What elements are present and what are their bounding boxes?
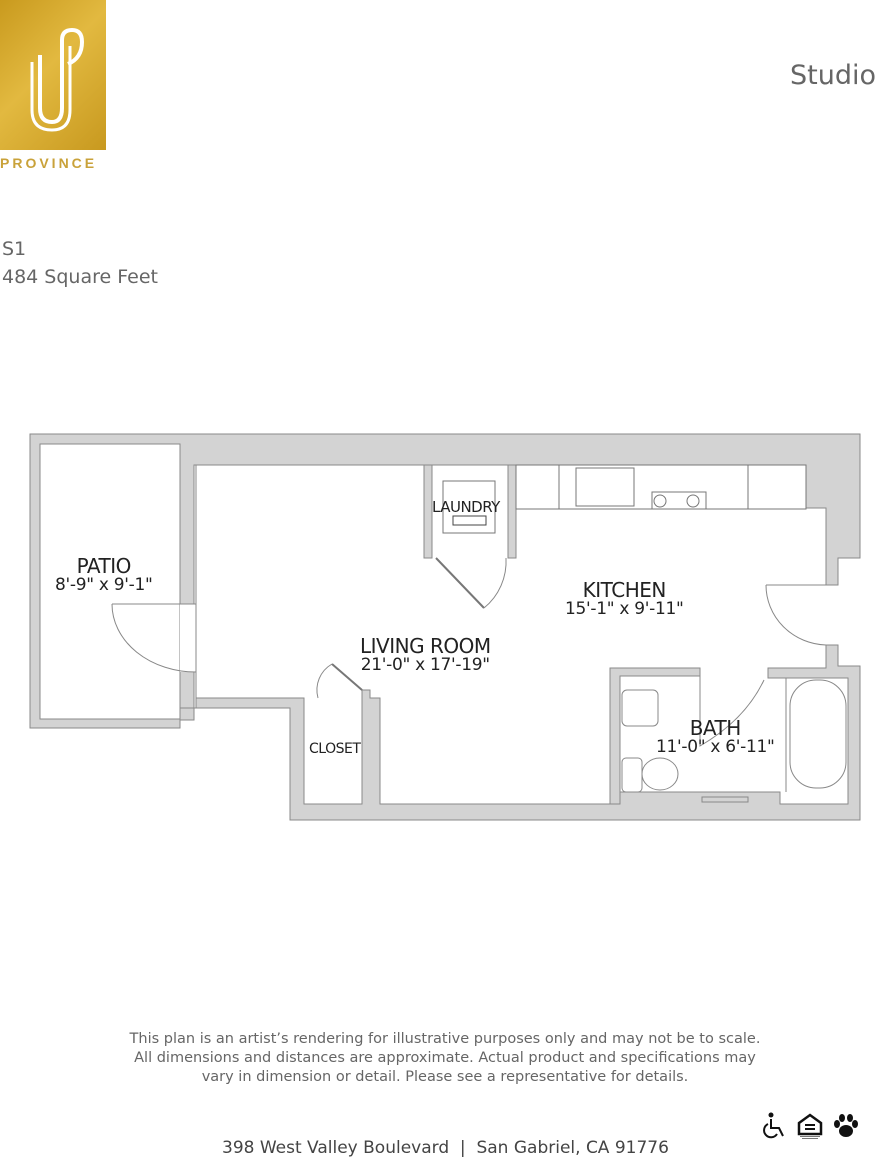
room-dimensions: 15'-1" x 9'-11" — [565, 599, 684, 619]
room-living-room: LIVING ROOM 21'-0" x 17'-19" — [360, 636, 491, 675]
plan-name: S1 — [2, 238, 27, 260]
room-laundry: LAUNDRY — [432, 498, 500, 516]
room-bath: BATH 11'-0" x 6'-11" — [656, 718, 775, 757]
disclaimer: This plan is an artist’s rendering for i… — [95, 1030, 795, 1087]
equal-housing-opportunity-icon — [797, 1113, 823, 1139]
room-dimensions: 21'-0" x 17'-19" — [360, 655, 490, 675]
province-monogram-icon — [30, 27, 85, 132]
floor-plan-drawing — [29, 433, 861, 821]
disclaimer-line: vary in dimension or detail. Please see … — [201, 1069, 689, 1085]
unit-type-title: Studio — [790, 60, 876, 91]
pet-friendly-paw-icon — [834, 1114, 858, 1137]
room-kitchen: KITCHEN 15'-1" x 9'-11" — [565, 580, 684, 619]
room-dimensions: 8'-9" x 9'-1" — [55, 575, 153, 595]
room-dimensions: 11'-0" x 6'-11" — [656, 737, 775, 757]
wheelchair-accessible-icon — [763, 1112, 784, 1139]
room-closet: CLOSET — [309, 741, 361, 757]
room-name: BATH — [689, 716, 742, 740]
room-name: CLOSET — [309, 741, 361, 757]
room-name: KITCHEN — [582, 578, 667, 602]
disclaimer-line: This plan is an artist’s rendering for i… — [129, 1031, 761, 1047]
floor-plan: PATIO 8'-9" x 9'-1" LAUNDRY KITCHEN 15'-… — [0, 420, 878, 840]
province-logo — [0, 0, 106, 150]
address: 398 West Valley Boulevard | San Gabriel,… — [222, 1138, 669, 1158]
plan-square-feet: 484 Square Feet — [2, 266, 158, 288]
room-name: PATIO — [76, 554, 132, 578]
room-name: LAUNDRY — [432, 498, 500, 516]
brand-name: PROVINCE — [0, 155, 98, 171]
room-patio: PATIO 8'-9" x 9'-1" — [55, 556, 153, 595]
room-name: LIVING ROOM — [360, 634, 491, 658]
footer-icons — [762, 1112, 860, 1140]
disclaimer-line: All dimensions and distances are approxi… — [134, 1050, 756, 1066]
